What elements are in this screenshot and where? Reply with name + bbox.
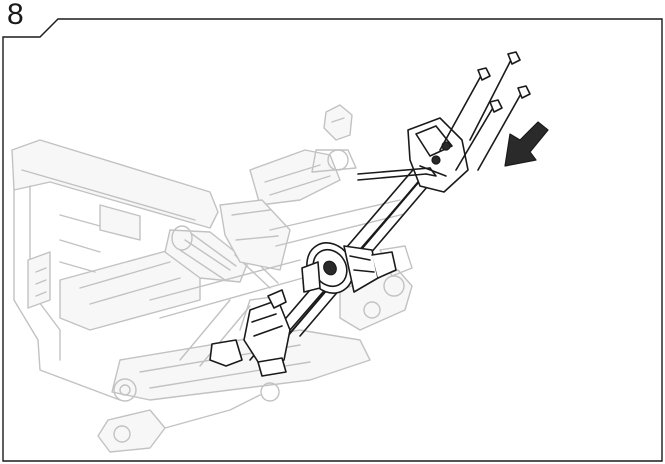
assembly-part	[209, 51, 531, 377]
step-number: 8	[7, 0, 24, 31]
chassis-illustration	[11, 104, 413, 453]
panel-frame	[2, 18, 663, 462]
arrow-down-left-icon	[504, 121, 549, 167]
